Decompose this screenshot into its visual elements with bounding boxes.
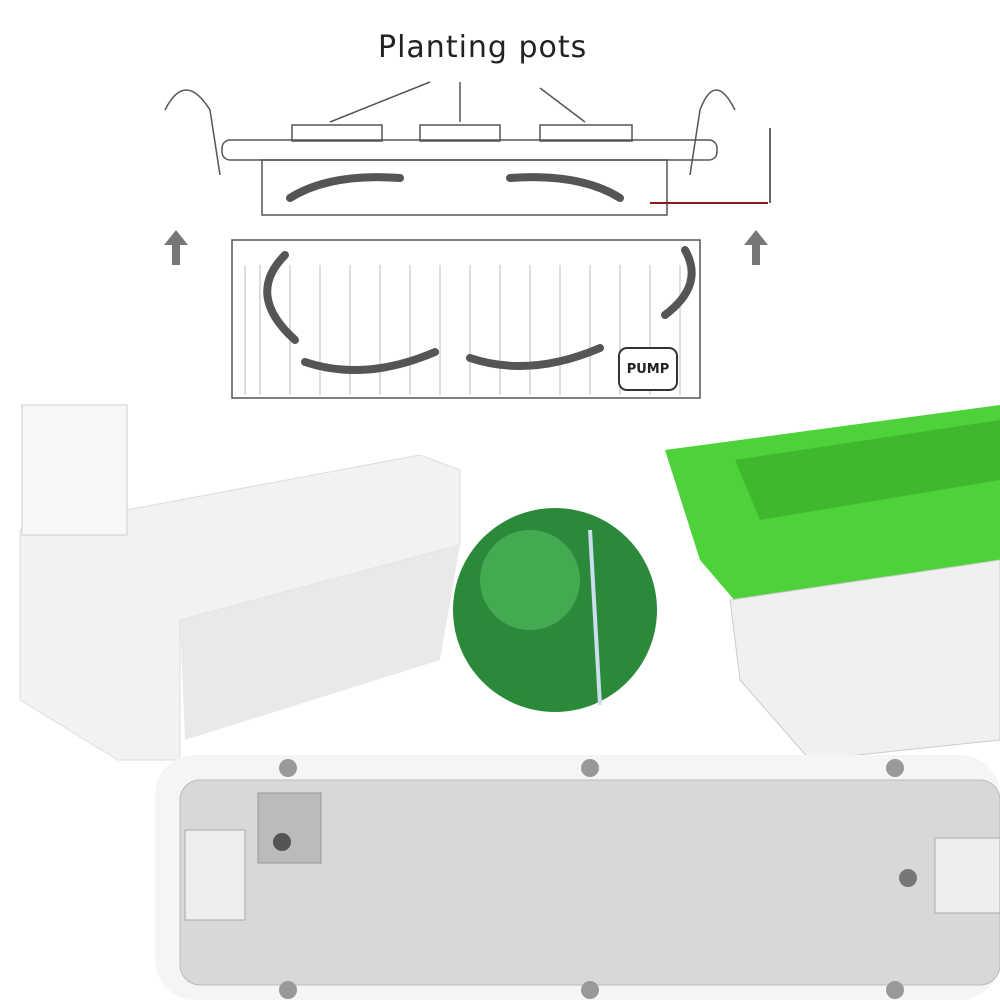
flow-arrows [263,173,696,374]
up-arrow-icon [164,230,188,265]
up-arrow-icon [744,230,768,265]
green-tray-photo [665,405,1000,761]
white-planter-photo [19,404,461,761]
diagram-title: Planting pots [378,30,588,65]
reservoir-top-view-photo [155,755,1000,1000]
pump-label: PUMP [618,347,678,391]
